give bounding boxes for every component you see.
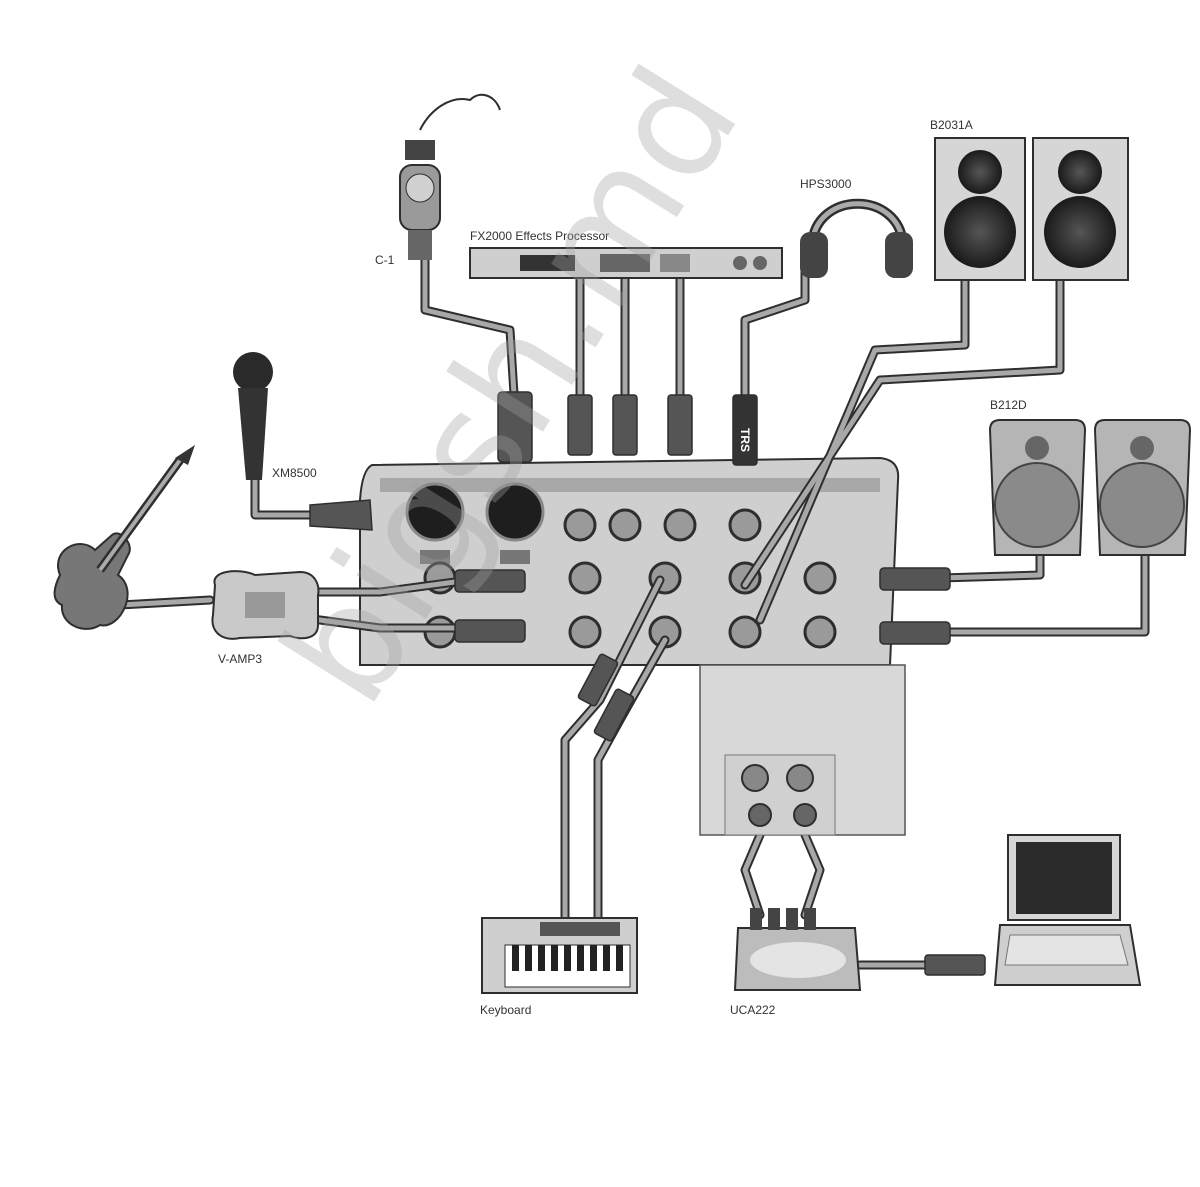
knob [663, 508, 697, 542]
knob [728, 508, 762, 542]
label-hps3000: HPS3000 [800, 177, 852, 191]
black-key [590, 945, 597, 971]
condenser-mic [399, 93, 501, 260]
black-key [538, 945, 545, 971]
laptop [993, 834, 1142, 986]
black-key [512, 945, 519, 971]
effects-processor [469, 247, 783, 279]
knob [608, 508, 642, 542]
label-c1: C-1 [375, 253, 395, 267]
headphones [800, 198, 913, 278]
electric-guitar [53, 445, 195, 630]
label-uca222: UCA222 [730, 1003, 776, 1017]
usb-audio-interface [733, 908, 862, 991]
midi-keyboard [481, 917, 638, 994]
plugs [309, 391, 986, 976]
mixer-knobs [423, 508, 837, 649]
knob [568, 615, 602, 649]
black-key [525, 945, 532, 971]
xlr-plug [497, 391, 533, 463]
dynamic-mic [233, 352, 273, 480]
knob [728, 615, 762, 649]
pa-speaker-right [1093, 419, 1192, 556]
xlr-input-2 [485, 482, 545, 542]
black-key [564, 945, 571, 971]
black-key [616, 945, 623, 971]
hand-sketch [419, 93, 501, 131]
knob [803, 561, 837, 595]
label-fx2000: FX2000 Effects Processor [470, 229, 610, 243]
label-b2031a: B2031A [930, 118, 973, 132]
guitar-amp-modeler [211, 570, 320, 640]
label-keyboard: Keyboard [480, 1003, 532, 1017]
label-b212d: B212D [990, 398, 1027, 412]
studio-monitor-left [934, 137, 1026, 281]
knob [568, 561, 602, 595]
black-key [551, 945, 558, 971]
label-xm8500: XM8500 [272, 466, 317, 480]
label-vamp3: V-AMP3 [218, 652, 263, 666]
xlr-input-1 [405, 482, 465, 542]
black-key [577, 945, 584, 971]
knob [803, 615, 837, 649]
rca-jack-panel [724, 754, 836, 836]
piano-keys [512, 945, 623, 971]
studio-monitor-right [1032, 137, 1129, 281]
label-trs: TRS [738, 428, 752, 452]
black-key [603, 945, 610, 971]
knob [563, 508, 597, 542]
pa-speaker-left [988, 419, 1087, 556]
